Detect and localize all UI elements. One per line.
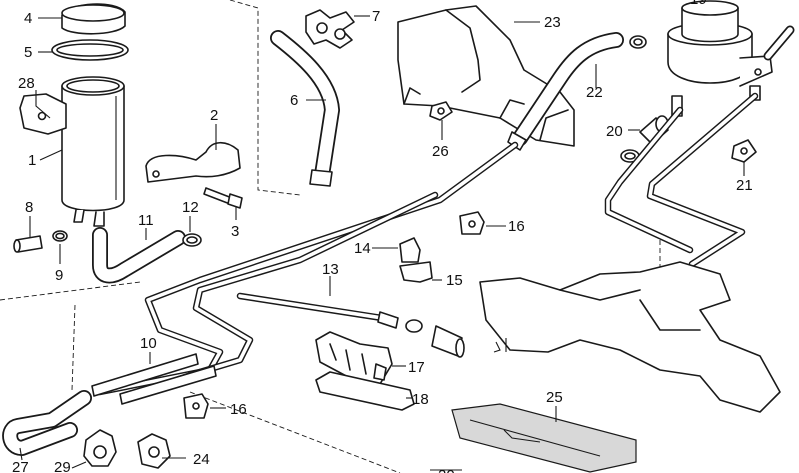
formed-hose-6 [270, 30, 340, 187]
callout-20-bottom: 20 [438, 467, 455, 473]
clip-16-lower [183, 393, 209, 419]
callout-labels: 4 5 28 1 2 3 8 9 11 12 6 7 23 22 26 19 2… [12, 0, 753, 473]
clip-14 [399, 237, 421, 263]
hose-piece-8 [13, 235, 43, 253]
leader-lines [19, 15, 745, 471]
callout-25: 25 [546, 389, 563, 406]
nut-26 [429, 101, 453, 121]
callout-26: 26 [432, 143, 449, 160]
callout-9: 9 [55, 267, 63, 284]
callout-21: 21 [736, 177, 753, 194]
callout-1: 1 [28, 152, 36, 169]
callout-22: 20 [606, 123, 623, 140]
mounting-bracket-29 [19, 93, 67, 135]
engine-subframe [479, 261, 781, 413]
clamp-28 [83, 429, 117, 467]
small-clamp-12 [182, 233, 202, 247]
charcoal-canister [61, 76, 125, 227]
hose-10 [91, 353, 217, 405]
bolt-3 [203, 187, 243, 209]
bracket-18 [315, 371, 415, 411]
clip-15 [399, 261, 433, 283]
callout-2: 2 [210, 107, 218, 124]
callout-6: 6 [290, 92, 298, 109]
clamp-19 [137, 433, 171, 469]
expansion-tank-20 [667, 0, 795, 117]
callout-24: 23 [544, 14, 561, 31]
callout-29: 28 [18, 75, 35, 92]
formed-hose-11 [92, 227, 186, 284]
callout-20-top: 19 [690, 0, 707, 8]
callout-13: 13 [322, 261, 339, 278]
callout-19: 24 [193, 451, 210, 468]
callout-10: 10 [140, 335, 157, 352]
hose-13 [377, 311, 465, 358]
callout-8: 8 [25, 199, 33, 216]
clamp-22 [620, 149, 640, 163]
callout-12: 12 [182, 199, 199, 216]
callout-16-lower: 16 [230, 401, 247, 418]
hose-clamp-23 [629, 35, 647, 49]
u-hose-27 [2, 390, 92, 456]
callout-11: 11 [138, 212, 154, 229]
callout-28: 29 [54, 459, 71, 473]
pipe-bracket-17 [315, 331, 393, 385]
callout-18: 18 [412, 391, 429, 408]
main-pipe-run [96, 141, 519, 400]
intake-cap [61, 3, 126, 35]
callout-23: 22 [586, 84, 603, 101]
callout-27: 27 [12, 459, 29, 473]
small-clamp-9 [52, 230, 68, 242]
strap-bracket-2 [145, 141, 241, 183]
pipes-right [604, 92, 759, 268]
hose-23 [507, 32, 624, 151]
callout-4: 4 [24, 10, 32, 27]
callout-3: 3 [231, 223, 239, 240]
callout-16-upper: 16 [508, 218, 525, 235]
callout-5: 5 [24, 44, 32, 61]
cover-plate-25 [451, 403, 637, 473]
double-clamp-7 [305, 9, 355, 49]
nut-21 [731, 139, 757, 163]
clip-16-upper [459, 211, 485, 235]
hose-clamp-ring [51, 39, 129, 61]
callout-14: 14 [354, 240, 371, 257]
callout-15: 15 [446, 272, 463, 289]
callout-7: 7 [372, 8, 380, 25]
callout-17: 17 [408, 359, 425, 376]
